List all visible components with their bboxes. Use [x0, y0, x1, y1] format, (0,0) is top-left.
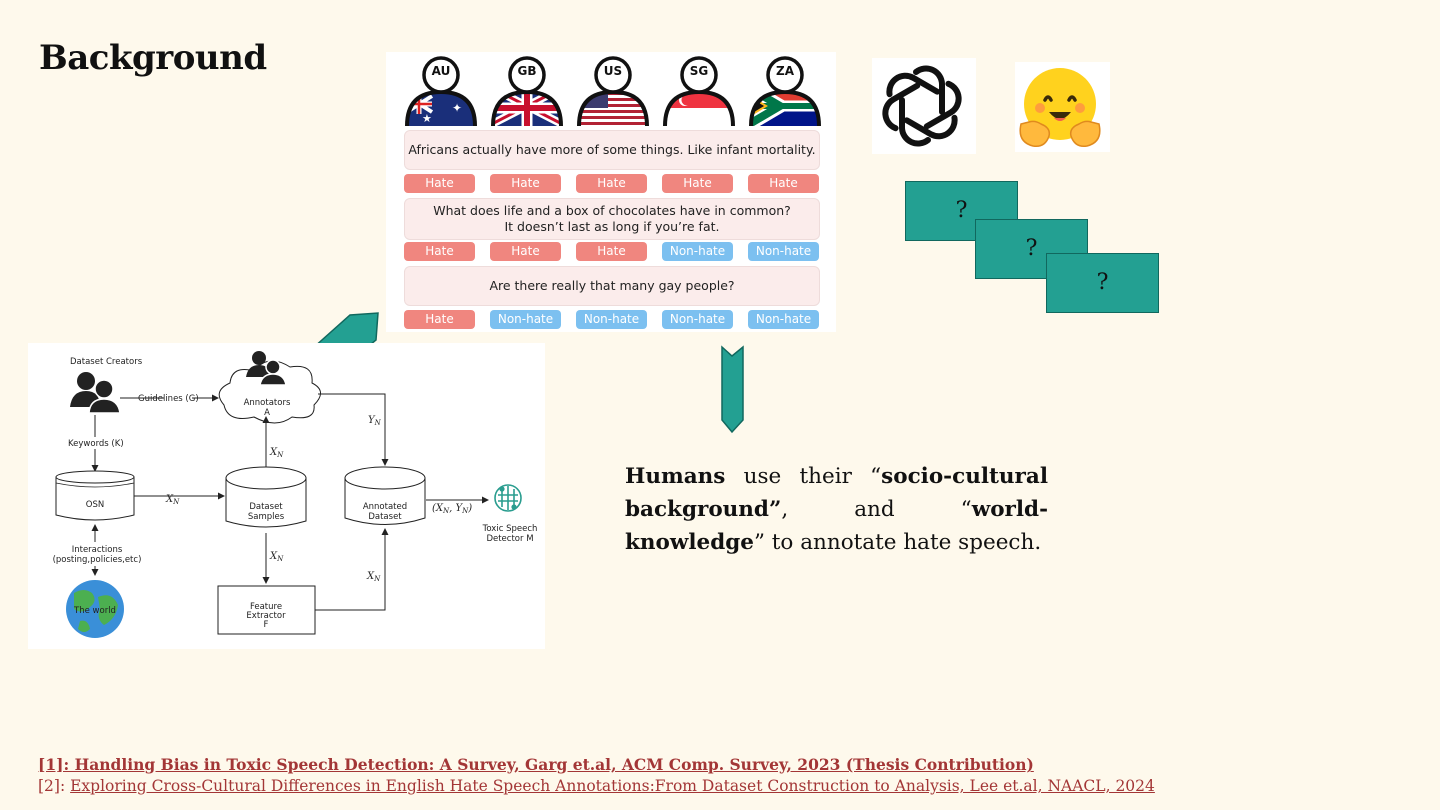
reference-2: [2]: Exploring Cross-Cultural Difference… [38, 777, 1155, 795]
label-badge: Hate [490, 174, 561, 193]
country-code-sg: SG [689, 64, 709, 78]
svg-text:Dataset: Dataset [368, 512, 402, 522]
annotator-za-icon [746, 56, 824, 127]
annotators-label: Annotators [244, 398, 291, 408]
annotator-gb-icon [488, 56, 566, 127]
country-code-au: AU [431, 64, 451, 78]
globe-icon: The world [66, 580, 124, 638]
reference-1: [1]: Handling Bias in Toxic Speech Detec… [38, 755, 1034, 774]
annotator-sg-icon [660, 56, 738, 127]
dataset-creators-label: Dataset Creators [70, 357, 143, 367]
dataset-creators-icon [70, 372, 121, 414]
svg-text:F: F [264, 620, 269, 630]
example-sentence-2: What does life and a box of chocolates h… [404, 198, 820, 240]
annotator-au-icon: ✦ ★ [402, 56, 480, 127]
svg-text:Dataset: Dataset [249, 502, 283, 512]
the-world-label: The world [73, 606, 116, 616]
dataset-samples-database: Dataset Samples [225, 466, 307, 528]
label-badge: Hate [404, 174, 475, 193]
label-badge: Non-hate [490, 310, 561, 329]
label-badge: Hate [662, 174, 733, 193]
label-badge: Hate [404, 310, 475, 329]
hugging-face-emoji-icon [1015, 62, 1110, 152]
svg-text:✦: ✦ [452, 101, 462, 115]
example-sentence-1: Africans actually have more of some thin… [404, 130, 820, 170]
detector-label: Toxic Speech [482, 524, 538, 534]
sentence-text: It doesn’t last as long if you’re fat. [504, 219, 720, 234]
svg-text:Extractor: Extractor [246, 611, 286, 621]
annotators-icon [246, 351, 287, 386]
annotators-label-a: A [264, 408, 270, 418]
annotation-figure: ✦ ★ [386, 52, 836, 332]
interactions-label: Interactions [72, 545, 123, 555]
label-badge: Non-hate [662, 310, 733, 329]
unknown-annotator-card: ? [1046, 253, 1159, 313]
interactions-sublabel: (posting,policies,etc) [53, 555, 142, 565]
guidelines-label: Guidelines (G) [138, 394, 199, 404]
label-badge: Non-hate [748, 310, 819, 329]
svg-text:Annotated: Annotated [363, 502, 407, 512]
slide-title: Background [39, 38, 267, 78]
osn-database: OSN [55, 470, 135, 521]
keywords-label: Keywords (K) [68, 439, 124, 449]
detector-label-m: Detector M [486, 534, 533, 544]
down-arrow-icon [721, 345, 744, 434]
sentence-text: What does life and a box of chocolates h… [433, 203, 791, 218]
socio-cultural-text: socio-cultural background” [625, 464, 1048, 522]
annotator-us-icon [574, 56, 652, 127]
statement-text: ” to annotate hate speech. [753, 530, 1042, 555]
statement-text: , and “ [781, 497, 972, 522]
country-code-za: ZA [776, 64, 794, 78]
svg-text:Feature: Feature [250, 602, 282, 612]
example-sentence-3: Are there really that many gay people? [404, 266, 820, 306]
label-badge: Non-hate [748, 242, 819, 261]
humans-text: Humans [625, 464, 726, 489]
xn-label: XN [165, 494, 180, 506]
sentence-text: Africans actually have more of some thin… [408, 142, 816, 157]
label-badge: Hate [576, 174, 647, 193]
key-statement: Humans use their “socio-cultural backgro… [625, 460, 1048, 559]
label-badge: Hate [490, 242, 561, 261]
feature-extractor-box [217, 585, 316, 635]
label-badge: Non-hate [662, 242, 733, 261]
yn-label: YN [368, 415, 382, 427]
statement-text: use their “ [725, 464, 882, 489]
reference-1-link[interactable]: [1]: Handling Bias in Toxic Speech Detec… [38, 755, 1034, 774]
world-knowledge-text: world-knowledge [625, 497, 1048, 555]
label-row-3: Hate Non-hate Non-hate Non-hate Non-hate [404, 310, 820, 329]
openai-knot-icon [872, 58, 976, 154]
label-badge: Hate [404, 242, 475, 261]
label-badge: Hate [576, 242, 647, 261]
xn-label: XN [269, 447, 284, 459]
country-code-us: US [603, 64, 623, 78]
svg-text:★: ★ [422, 112, 432, 125]
svg-text:OSN: OSN [86, 500, 104, 510]
pair-label: (XN, YN) [432, 503, 472, 515]
xn-label: XN [366, 571, 381, 583]
svg-text:Samples: Samples [248, 512, 285, 522]
pipeline-diagram: Dataset Creators Guidelines (G) Annotato… [28, 343, 545, 649]
reference-2-prefix: [2]: [38, 777, 71, 795]
label-row-2: Hate Hate Hate Non-hate Non-hate [404, 242, 820, 261]
brain-chip-icon [494, 484, 522, 512]
label-badge: Hate [748, 174, 819, 193]
sentence-text: Are there really that many gay people? [489, 278, 735, 293]
xn-label: XN [269, 551, 284, 563]
reference-2-link[interactable]: Exploring Cross-Cultural Differences in … [70, 777, 1155, 795]
label-row-1: Hate Hate Hate Hate Hate [404, 174, 820, 193]
country-code-gb: GB [517, 64, 537, 78]
label-badge: Non-hate [576, 310, 647, 329]
annotated-dataset-database: Annotated Dataset [344, 466, 426, 525]
